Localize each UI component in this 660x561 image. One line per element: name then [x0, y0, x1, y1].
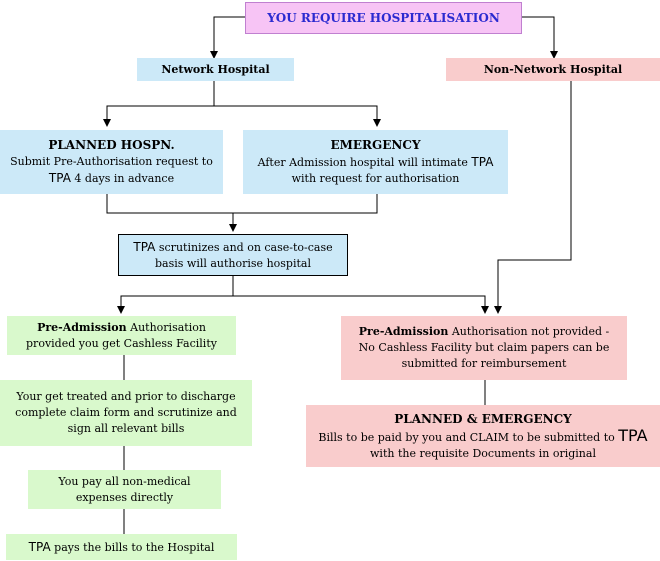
require-hospitalisation-title: YOU REQUIRE HOSPITALISATION [267, 11, 500, 25]
tpa-pays-box: TPA pays the bills to the Hospital [6, 534, 237, 560]
scrutiny-line1: scrutinizes and on case-to-case [158, 240, 333, 254]
line-scrutiny-down [117, 276, 234, 314]
tpa-pays-tpa: TPA [28, 539, 51, 554]
arrow-network-to-planned [103, 81, 215, 127]
planned-emergency-line2: with the requisite Documents in original [370, 446, 596, 460]
arrow-top-to-non-network [522, 16, 558, 59]
preadmission-provided-line1: Authorisation [130, 320, 206, 334]
arrow-scrutiny-to-preadm-no [233, 295, 489, 314]
line-planned-down [106, 194, 378, 214]
treated-line1: Your get treated and prior to discharge [16, 390, 236, 403]
require-hospitalisation-box: YOU REQUIRE HOSPITALISATION [245, 2, 522, 34]
arrow-top-to-network [210, 16, 245, 59]
emergency-tpa: TPA [471, 155, 494, 169]
preadmission-provided-bold: Pre-Admission [37, 320, 127, 334]
scrutiny-tpa: TPA [133, 239, 156, 254]
non-network-hospital-box: Non-Network Hospital [446, 58, 660, 81]
planned-emergency-line1: Bills to be paid by you and CLAIM to be … [318, 430, 615, 444]
tpa-scrutiny-box: TPA scrutinizes and on case-to-case basi… [118, 234, 348, 276]
planned-line1: Submit Pre-Authorisation request to [10, 155, 213, 168]
planned-title: PLANNED HOSPN. [48, 138, 175, 152]
preadmission-not-provided-line2: No Cashless Facility but claim papers ca… [358, 341, 610, 354]
planned-emergency-title: PLANNED & EMERGENCY [394, 411, 572, 426]
planned-hospitalisation-box: PLANNED HOSPN. Submit Pre-Authorisation … [0, 130, 223, 194]
preadmission-not-provided-box: Pre-Admission Authorisation not provided… [341, 316, 627, 380]
arrow-network-to-emergency [214, 105, 381, 127]
planned-emergency-box: PLANNED & EMERGENCY Bills to be paid by … [306, 405, 660, 467]
planned-tpa: TPA [48, 171, 71, 185]
arrow-non-network-to-preadm-no [494, 81, 572, 314]
network-hospital-label: Network Hospital [161, 62, 270, 76]
pay-line1: You pay all non-medical [58, 474, 191, 488]
preadmission-not-provided-bold: Pre-Admission [358, 325, 449, 338]
emergency-line1: After Admission hospital will intimate [257, 156, 468, 169]
planned-emergency-tpa: TPA [618, 425, 648, 445]
network-hospital-box: Network Hospital [137, 58, 294, 81]
emergency-title: EMERGENCY [330, 138, 421, 152]
non-network-hospital-label: Non-Network Hospital [483, 62, 623, 76]
planned-line2: 4 days in advance [74, 172, 175, 185]
pay-non-medical-box: You pay all non-medical expenses directl… [28, 470, 221, 509]
preadmission-provided-line2: provided you get Cashless Facility [26, 336, 217, 350]
preadmission-provided-box: Pre-Admission Authorisation provided you… [7, 316, 236, 355]
pay-line2: expenses directly [75, 490, 174, 504]
emergency-box: EMERGENCY After Admission hospital will … [243, 130, 508, 194]
scrutiny-line2: basis will authorise hospital [155, 256, 311, 270]
treated-line3: sign all relevant bills [67, 422, 185, 435]
get-treated-box: Your get treated and prior to discharge … [0, 380, 252, 446]
treated-line2: complete claim form and scrutinize and [15, 406, 237, 419]
preadmission-not-provided-line1: Authorisation not provided - [451, 325, 610, 338]
preadmission-not-provided-line3: submitted for reimbursement [401, 357, 567, 370]
emergency-line2: with request for authorisation [291, 172, 460, 185]
tpa-pays-text: pays the bills to the Hospital [54, 540, 215, 554]
